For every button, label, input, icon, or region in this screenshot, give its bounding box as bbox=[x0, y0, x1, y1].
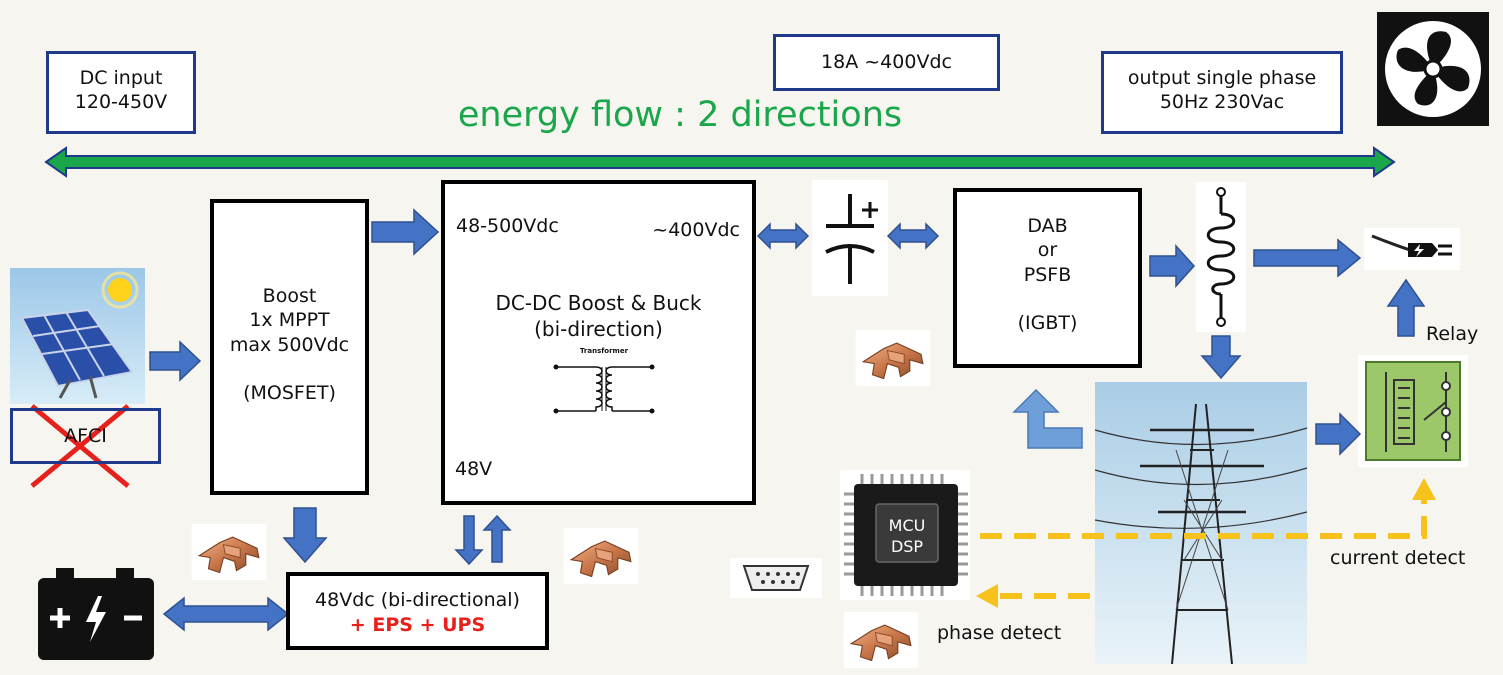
bus-rating-label: 18A ~400Vdc bbox=[821, 51, 952, 73]
arrow-right bbox=[371, 208, 440, 256]
serial-port-icon bbox=[730, 558, 822, 598]
bus-rating-box bbox=[773, 34, 1000, 91]
phase-detect-label: phase detect bbox=[937, 622, 1062, 644]
feedback-arrow bbox=[1012, 388, 1083, 449]
arrow-bidirectional bbox=[756, 222, 810, 250]
arrow-up bbox=[482, 514, 512, 563]
dcdc-input-voltage: 48-500Vdc bbox=[456, 215, 559, 237]
arrow-down bbox=[282, 507, 328, 564]
arrow-right bbox=[1315, 412, 1362, 456]
afci-label: AFCI bbox=[64, 425, 107, 447]
arrow-bidirectional bbox=[886, 222, 940, 250]
afci-box bbox=[10, 408, 161, 464]
dcdc-converter-label: DC-DC Boost & Buck (bi-direction) bbox=[495, 291, 702, 341]
arrow-down bbox=[454, 515, 484, 566]
arrow-down bbox=[1200, 335, 1242, 380]
mcu-chip-icon bbox=[840, 470, 970, 600]
relay-label: Relay bbox=[1426, 323, 1479, 345]
battery-icon bbox=[38, 568, 154, 660]
solar-panel-image bbox=[10, 268, 145, 404]
inverter-block bbox=[953, 188, 1142, 368]
relay-icon bbox=[1358, 355, 1468, 467]
output-box bbox=[1101, 51, 1343, 134]
signal-lines bbox=[976, 478, 1436, 608]
current-shunt-icon bbox=[191, 524, 267, 580]
inverter-label: DAB or PSFB (IGBT) bbox=[1017, 215, 1078, 335]
transformer-icon: Transformer bbox=[548, 345, 660, 425]
afci-cross-icon bbox=[30, 404, 130, 488]
inductor-icon bbox=[1196, 182, 1246, 332]
battery-bus-label: 48Vdc (bi-directional) bbox=[315, 589, 520, 611]
energy-flow-title: energy flow : 2 directions bbox=[457, 95, 903, 135]
transformer-symbol bbox=[553, 364, 655, 414]
arrow-right bbox=[149, 340, 202, 382]
current-shunt-icon bbox=[855, 330, 931, 386]
dcdc-converter-block bbox=[441, 180, 756, 505]
flow-arrows bbox=[149, 208, 1426, 632]
dcdc-output-voltage: ~400Vdc bbox=[652, 219, 740, 241]
current-shunt-icon bbox=[843, 612, 919, 668]
arrow-right bbox=[1149, 244, 1196, 288]
boost-converter-label: Boost 1x MPPT max 500Vdc (MOSFET) bbox=[229, 285, 350, 405]
eps-ups-label: + EPS + UPS bbox=[349, 614, 486, 636]
dc-input-label: DC input 120-450V bbox=[74, 67, 168, 114]
energy-flow-arrow bbox=[44, 146, 1396, 178]
capacitor-icon bbox=[812, 180, 888, 296]
battery-bus-block bbox=[286, 572, 549, 650]
grid-tower-image bbox=[1094, 382, 1308, 665]
current-shunt-icon bbox=[563, 528, 639, 584]
mcu-label: MCU DSP bbox=[888, 516, 926, 556]
arrow-bidirectional bbox=[162, 596, 290, 632]
arrow-right bbox=[1253, 238, 1362, 278]
plug-icon bbox=[1364, 228, 1460, 270]
output-label: output single phase 50Hz 230Vac bbox=[1127, 67, 1317, 114]
dcdc-low-voltage: 48V bbox=[455, 458, 493, 480]
transformer-label: Transformer bbox=[579, 347, 629, 355]
current-detect-label: current detect bbox=[1330, 547, 1466, 569]
boost-converter-block bbox=[210, 199, 369, 495]
dc-input-box bbox=[46, 51, 196, 134]
fan-icon bbox=[1377, 12, 1489, 126]
arrow-up bbox=[1386, 278, 1426, 337]
